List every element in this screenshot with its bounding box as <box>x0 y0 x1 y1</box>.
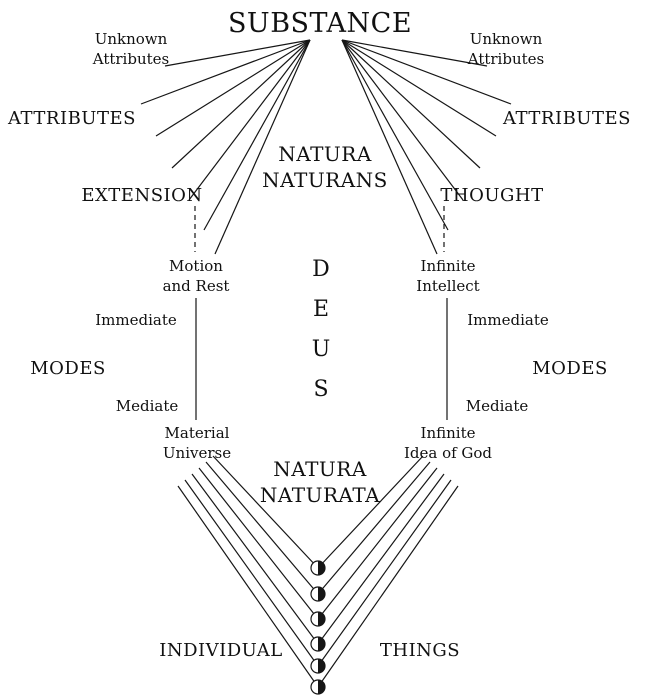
label-extension: EXTENSION <box>81 184 202 208</box>
text-line: Unknown <box>469 30 543 48</box>
text-line: SUBSTANCE <box>227 8 413 39</box>
individual-thing-nodes <box>310 560 326 695</box>
label-deus: DEUS <box>308 257 334 417</box>
label-things: THINGS <box>380 639 460 663</box>
fan-right <box>341 39 512 255</box>
label-infinite-idea-of-god: Infinite Idea of God <box>404 424 492 464</box>
text-line: NATURATA <box>259 483 381 508</box>
label-immediate-left: Immediate <box>95 311 177 331</box>
label-mediate-left: Mediate <box>116 397 178 417</box>
text-line: Infinite <box>420 257 476 275</box>
label-substance: SUBSTANCE <box>228 6 412 42</box>
text-line: THOUGHT <box>440 185 544 206</box>
label-mediate-right: Mediate <box>466 397 528 417</box>
text-line: Immediate <box>95 311 177 329</box>
label-thought: THOUGHT <box>440 184 543 208</box>
text-line: THINGS <box>379 640 461 661</box>
individual-thing-node <box>310 611 326 627</box>
text-line: MODES <box>30 358 106 379</box>
text-line: NATURA <box>278 142 372 166</box>
text-line: NATURA <box>273 457 367 481</box>
fan-bottom-left <box>177 455 319 688</box>
individual-thing-node <box>310 636 326 652</box>
text-line: Attributes <box>467 49 545 68</box>
label-immediate-right: Immediate <box>467 311 549 331</box>
label-individual: INDIVIDUAL <box>159 639 283 663</box>
text-line: EXTENSION <box>81 185 203 206</box>
text-line: Motion <box>169 257 223 275</box>
text-line: Universe <box>162 443 232 462</box>
text-line: Infinite <box>420 424 476 442</box>
text-line: Idea of God <box>403 443 493 462</box>
label-modes-right: MODES <box>532 357 608 381</box>
text-line: Material <box>164 424 230 442</box>
individual-thing-node <box>310 560 326 576</box>
text-line: Mediate <box>115 397 179 415</box>
label-unknown-attributes-left: Unknown Attributes <box>93 30 169 70</box>
label-motion-and-rest: Motion and Rest <box>163 257 230 297</box>
label-attributes-right: ATTRIBUTES <box>503 107 631 131</box>
text-line: Attributes <box>92 49 170 68</box>
label-material-universe: Material Universe <box>163 424 231 464</box>
label-modes-left: MODES <box>30 357 106 381</box>
fan-bottom-right <box>317 455 459 688</box>
text-line: ATTRIBUTES <box>8 108 136 129</box>
fan-left <box>140 39 311 255</box>
text-line: Immediate <box>467 311 549 329</box>
text-line: INDIVIDUAL <box>159 640 283 661</box>
individual-thing-node <box>310 586 326 602</box>
text-line: Intellect <box>416 276 480 295</box>
label-unknown-attributes-right: Unknown Attributes <box>468 30 544 70</box>
text-line: and Rest <box>162 276 230 295</box>
label-natura-naturata: NATURA NATURATA <box>260 456 380 509</box>
text-line: NATURANS <box>262 168 388 193</box>
text-line: Mediate <box>465 397 529 415</box>
individual-thing-node <box>310 679 326 695</box>
individual-thing-node <box>310 658 326 674</box>
text-line: MODES <box>532 358 608 379</box>
text-line: ATTRIBUTES <box>503 108 631 129</box>
label-natura-naturans: NATURA NATURANS <box>262 141 388 194</box>
text-line: Unknown <box>94 30 168 48</box>
label-infinite-intellect: Infinite Intellect <box>416 257 479 297</box>
label-attributes-left: ATTRIBUTES <box>8 107 136 131</box>
